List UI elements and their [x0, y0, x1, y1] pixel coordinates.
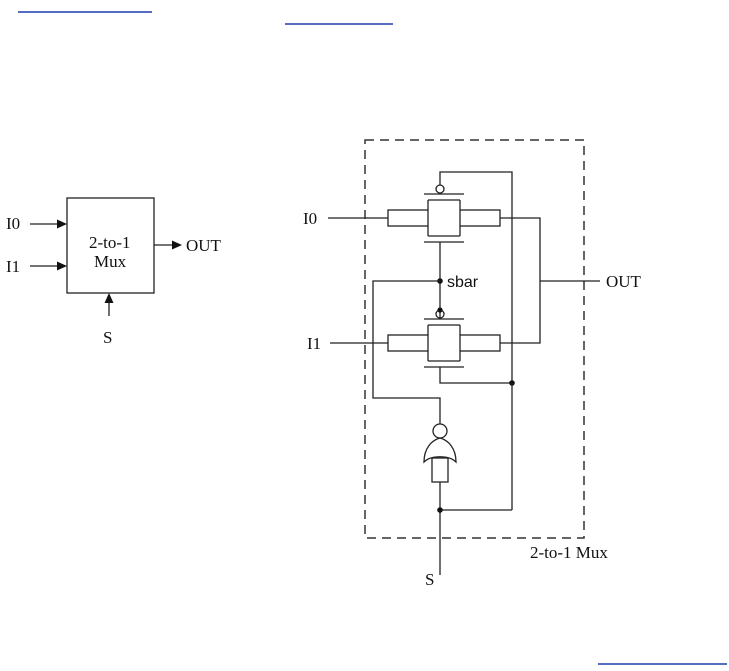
block-i1-arrowhead — [57, 262, 67, 271]
mux-block-symbol: I0 I1 2-to-1 Mux OUT S — [6, 198, 222, 347]
tg1-left-terminal — [388, 210, 428, 226]
sbar-to-inverter-wire — [373, 281, 440, 424]
block-select-arrowhead — [105, 293, 114, 303]
boundary-label: 2-to-1 Mux — [530, 543, 608, 562]
block-i0-arrowhead — [57, 220, 67, 229]
tg1-out-wire — [500, 218, 540, 343]
tg2-right-terminal — [460, 335, 500, 351]
transmission-gate-top — [388, 185, 500, 242]
circuit-input-i0-label: I0 — [303, 209, 317, 228]
mux-transistor-circuit: 2-to-1 Mux I0 I1 — [303, 140, 642, 589]
transmission-gate-bottom — [388, 310, 500, 367]
block-input-i1-label: I1 — [6, 257, 20, 276]
tg2-nmos-gate-wire — [440, 367, 512, 383]
tg1-pmos-bubble — [436, 185, 444, 193]
tg2-left-terminal — [388, 335, 428, 351]
circuit-output-label: OUT — [606, 272, 642, 291]
circuit-select-label: S — [425, 570, 434, 589]
sbar-node-label: sbar — [447, 274, 479, 291]
mux-boundary-dashed — [365, 140, 584, 538]
inverter-bubble — [433, 424, 447, 438]
tg1-right-terminal — [460, 210, 500, 226]
inverter-base — [432, 458, 448, 482]
circuit-input-i1-label: I1 — [307, 334, 321, 353]
block-title-line2: Mux — [94, 252, 127, 271]
block-output-label: OUT — [186, 236, 222, 255]
select-junction-bottom — [437, 507, 443, 513]
block-title-line1: 2-to-1 — [89, 233, 131, 252]
select-inverter — [424, 424, 456, 482]
block-input-i0-label: I0 — [6, 214, 20, 233]
block-out-arrowhead — [172, 241, 182, 250]
block-select-label: S — [103, 328, 112, 347]
sbar-junction-bottom — [437, 307, 442, 312]
